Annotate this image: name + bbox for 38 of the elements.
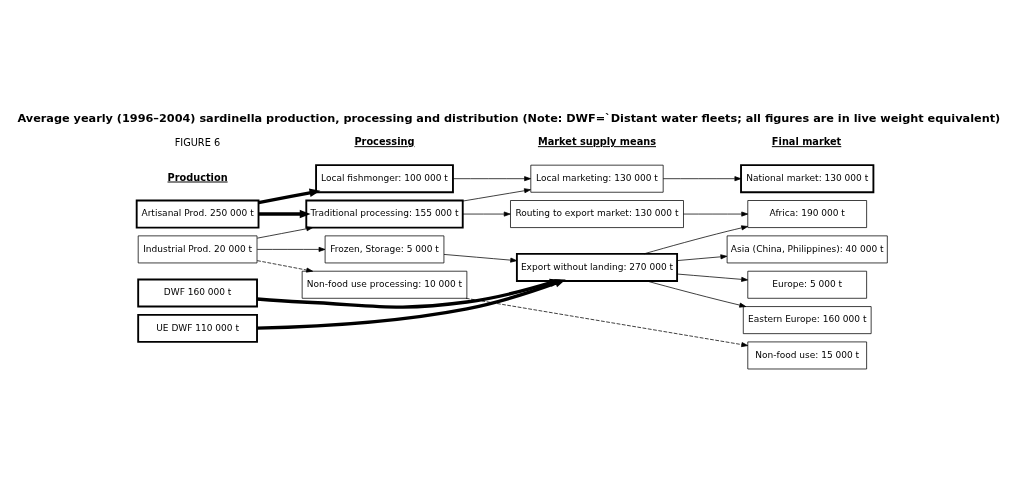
node-box: UE DWF 110 000 t — [137, 313, 258, 343]
node-box: Local marketing: 130 000 t — [530, 164, 664, 193]
node-box: Asia (China, Philippines): 40 000 t — [726, 235, 888, 263]
arrow — [676, 253, 728, 261]
arrow — [683, 211, 749, 217]
arrow — [443, 253, 518, 263]
arrow — [462, 211, 511, 217]
arrow — [452, 175, 531, 181]
arrow — [258, 188, 321, 204]
label: Market supply means — [537, 135, 657, 147]
label: Production — [167, 171, 228, 183]
node-box: Non-food use: 15 000 t — [747, 341, 867, 369]
node-box: Non-food use processing: 10 000 t — [301, 270, 468, 299]
node-box: Frozen, Storage: 5 000 t — [324, 235, 445, 263]
arrow — [643, 224, 749, 254]
node-box: Export without landing: 270 000 t — [515, 252, 679, 282]
label: Processing — [354, 135, 415, 147]
node-box: National market: 130 000 t — [740, 163, 875, 193]
node-box: Eastern Europe: 160 000 t — [742, 305, 872, 334]
arrow — [256, 259, 314, 272]
arrow — [676, 273, 748, 282]
arrow — [465, 297, 749, 347]
node-box: Local fishmonger: 100 000 t — [315, 163, 454, 193]
arrow — [462, 187, 531, 201]
diagram-title: Average yearly (1996–2004) sardinella production, processing and distribution (Note: DWF=`Distant water fleets; all figures are in live weight equivalent) — [17, 111, 1001, 125]
label: Final market — [771, 135, 842, 147]
node-box: Africa: 190 000 t — [747, 199, 867, 228]
node-box: Industrial Prod. 20 000 t — [137, 235, 258, 263]
node-box: Artisanal Prod. 250 000 t — [135, 199, 260, 229]
arrow — [258, 209, 311, 218]
arrow — [256, 225, 314, 239]
node-box: Europe: 5 000 t — [747, 270, 867, 299]
arrow — [646, 280, 747, 308]
node-box: DWF 160 000 t — [137, 278, 258, 307]
node-box: Routing to export market: 130 000 t — [510, 199, 684, 228]
arrow — [662, 175, 742, 181]
arrow — [256, 246, 326, 252]
label: FIGURE 6 — [174, 136, 221, 148]
